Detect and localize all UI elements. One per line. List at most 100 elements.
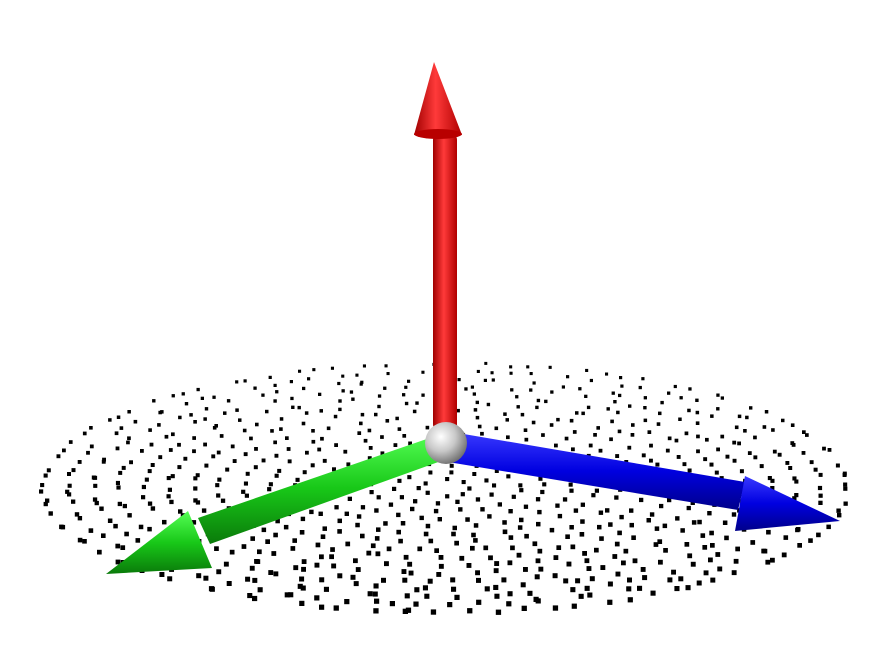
point: [170, 474, 175, 479]
point: [395, 416, 399, 421]
point: [319, 409, 323, 413]
point: [575, 411, 579, 415]
point: [614, 541, 620, 547]
point: [423, 531, 429, 537]
point: [716, 447, 720, 452]
point: [67, 483, 72, 488]
point: [508, 509, 513, 514]
point: [216, 450, 221, 455]
point: [639, 497, 644, 503]
axis-head-right: [735, 476, 840, 531]
point: [149, 442, 154, 447]
point: [171, 432, 175, 437]
point: [475, 415, 480, 420]
point: [587, 592, 593, 598]
point: [337, 518, 342, 524]
point: [586, 566, 592, 571]
point: [223, 411, 227, 415]
point: [475, 400, 479, 405]
point: [323, 586, 329, 592]
point: [384, 364, 388, 368]
point: [527, 590, 533, 596]
point: [171, 394, 175, 398]
point: [345, 541, 351, 547]
point: [393, 443, 398, 447]
point: [369, 490, 374, 495]
point: [428, 470, 433, 475]
point: [575, 578, 581, 584]
point: [667, 497, 672, 503]
point: [284, 592, 290, 598]
point: [349, 390, 354, 394]
point: [334, 505, 339, 510]
point: [676, 455, 681, 459]
point: [618, 393, 622, 398]
point: [570, 544, 576, 550]
point: [304, 411, 309, 415]
point: [641, 453, 646, 458]
point: [94, 500, 99, 506]
point: [734, 425, 739, 430]
point: [473, 538, 478, 543]
point: [614, 495, 619, 500]
point: [563, 578, 569, 584]
point: [250, 536, 255, 541]
point: [542, 482, 547, 487]
point: [489, 492, 494, 497]
point: [344, 511, 349, 516]
point: [685, 585, 691, 591]
point: [843, 501, 848, 506]
point: [501, 577, 507, 583]
point: [521, 605, 527, 611]
point: [216, 493, 221, 498]
point: [273, 399, 277, 403]
point: [385, 419, 390, 423]
point: [307, 377, 311, 381]
point: [725, 454, 730, 459]
point: [724, 535, 729, 541]
point: [493, 568, 499, 574]
point: [138, 524, 144, 530]
point: [629, 522, 634, 528]
point: [368, 446, 373, 450]
point: [654, 526, 660, 531]
point: [293, 565, 299, 571]
point: [783, 535, 789, 540]
point: [540, 489, 545, 495]
point: [544, 399, 548, 404]
point: [167, 487, 172, 492]
point: [770, 557, 775, 563]
point: [822, 446, 826, 451]
point: [305, 450, 309, 455]
point: [273, 383, 277, 387]
point: [314, 562, 320, 568]
point: [796, 527, 801, 532]
point: [285, 436, 289, 440]
point: [720, 434, 725, 439]
point: [299, 530, 305, 535]
point: [493, 584, 499, 590]
point: [581, 411, 585, 416]
point: [201, 508, 207, 513]
point: [116, 485, 121, 490]
point: [747, 451, 752, 455]
point: [347, 496, 352, 501]
point: [605, 372, 609, 376]
point: [383, 521, 388, 526]
point: [842, 473, 847, 477]
point: [193, 498, 198, 503]
point: [273, 440, 277, 445]
point: [627, 445, 632, 450]
point: [473, 408, 478, 412]
point: [452, 525, 457, 531]
point: [220, 498, 226, 503]
point: [244, 493, 249, 498]
point: [680, 528, 685, 533]
point: [270, 429, 274, 433]
point: [126, 440, 130, 445]
point: [771, 428, 775, 432]
point: [524, 533, 529, 539]
point: [374, 508, 379, 513]
point: [696, 434, 700, 439]
